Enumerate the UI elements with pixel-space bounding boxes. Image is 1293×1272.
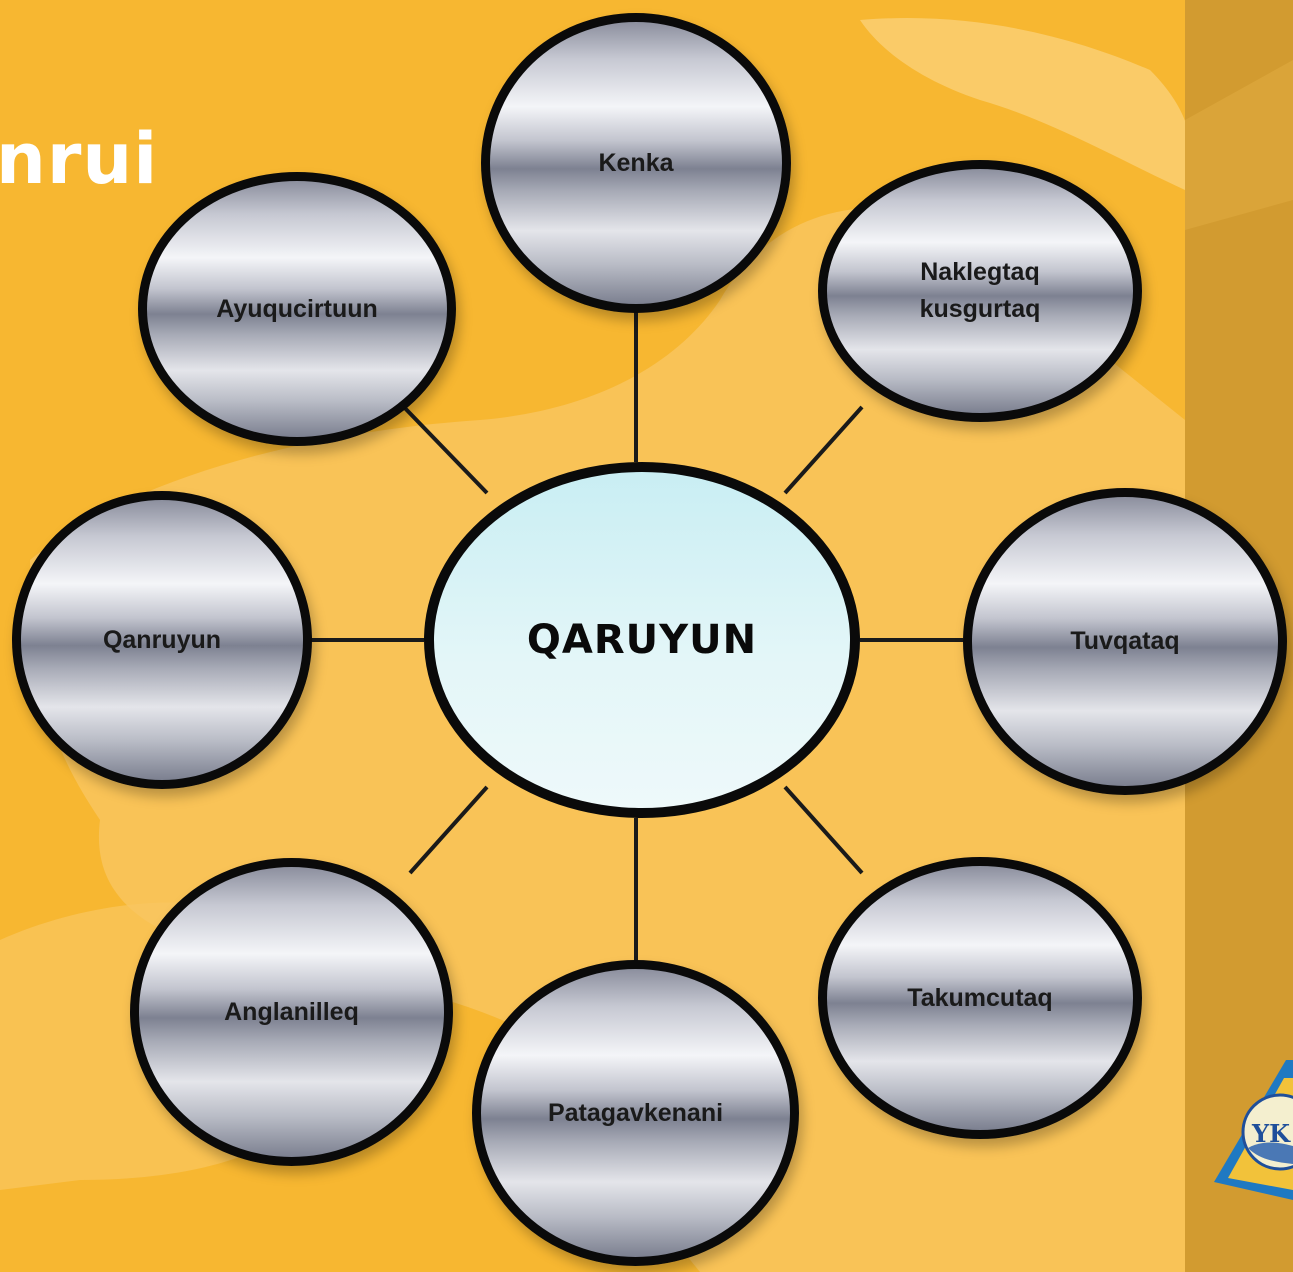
- node-patagavkenani: Patagavkenani: [472, 960, 799, 1266]
- node-label-anglanilleq: Anglanilleq: [224, 997, 359, 1026]
- node-label-patagavkenani: Patagavkenani: [547, 1098, 724, 1127]
- node-ayuqucirtuun: Ayuqucirtuun: [138, 172, 456, 446]
- node-anglanilleq: Anglanilleq: [130, 858, 453, 1166]
- right-panel-top-wedge: [1185, 60, 1293, 230]
- node-label-ayuqucirtuun: Ayuqucirtuun: [216, 294, 378, 323]
- node-qanruyun: Qanruyun: [12, 491, 312, 789]
- node-kenka: Kenka: [481, 13, 791, 313]
- wing-silhouette-top: [860, 18, 1192, 190]
- node-label-qanruyun: Qanruyun: [102, 625, 222, 654]
- node-label-kenka: Kenka: [598, 148, 674, 177]
- node-label-takumcutaq: Takumcutaq: [907, 983, 1053, 1012]
- node-label-tuvqataq: Tuvqataq: [1070, 627, 1180, 655]
- node-naklegtaq-kusgurtaq: Naklegtaq kusgurtaq: [818, 160, 1142, 422]
- node-takumcutaq: Takumcutaq: [818, 857, 1142, 1139]
- logo-text: YK: [1251, 1119, 1291, 1148]
- center-node-label: QARUYUN: [526, 617, 758, 663]
- title-fragment: nrui: [0, 118, 159, 200]
- connector-lines: [306, 305, 963, 975]
- node-tuvqataq: Tuvqataq: [963, 488, 1287, 795]
- center-node: QARUYUN: [424, 462, 860, 818]
- yk-logo: YK: [1214, 1060, 1293, 1200]
- node-label-naklegtaq-kusgurtaq: Naklegtaq kusgurtaq: [919, 258, 1041, 323]
